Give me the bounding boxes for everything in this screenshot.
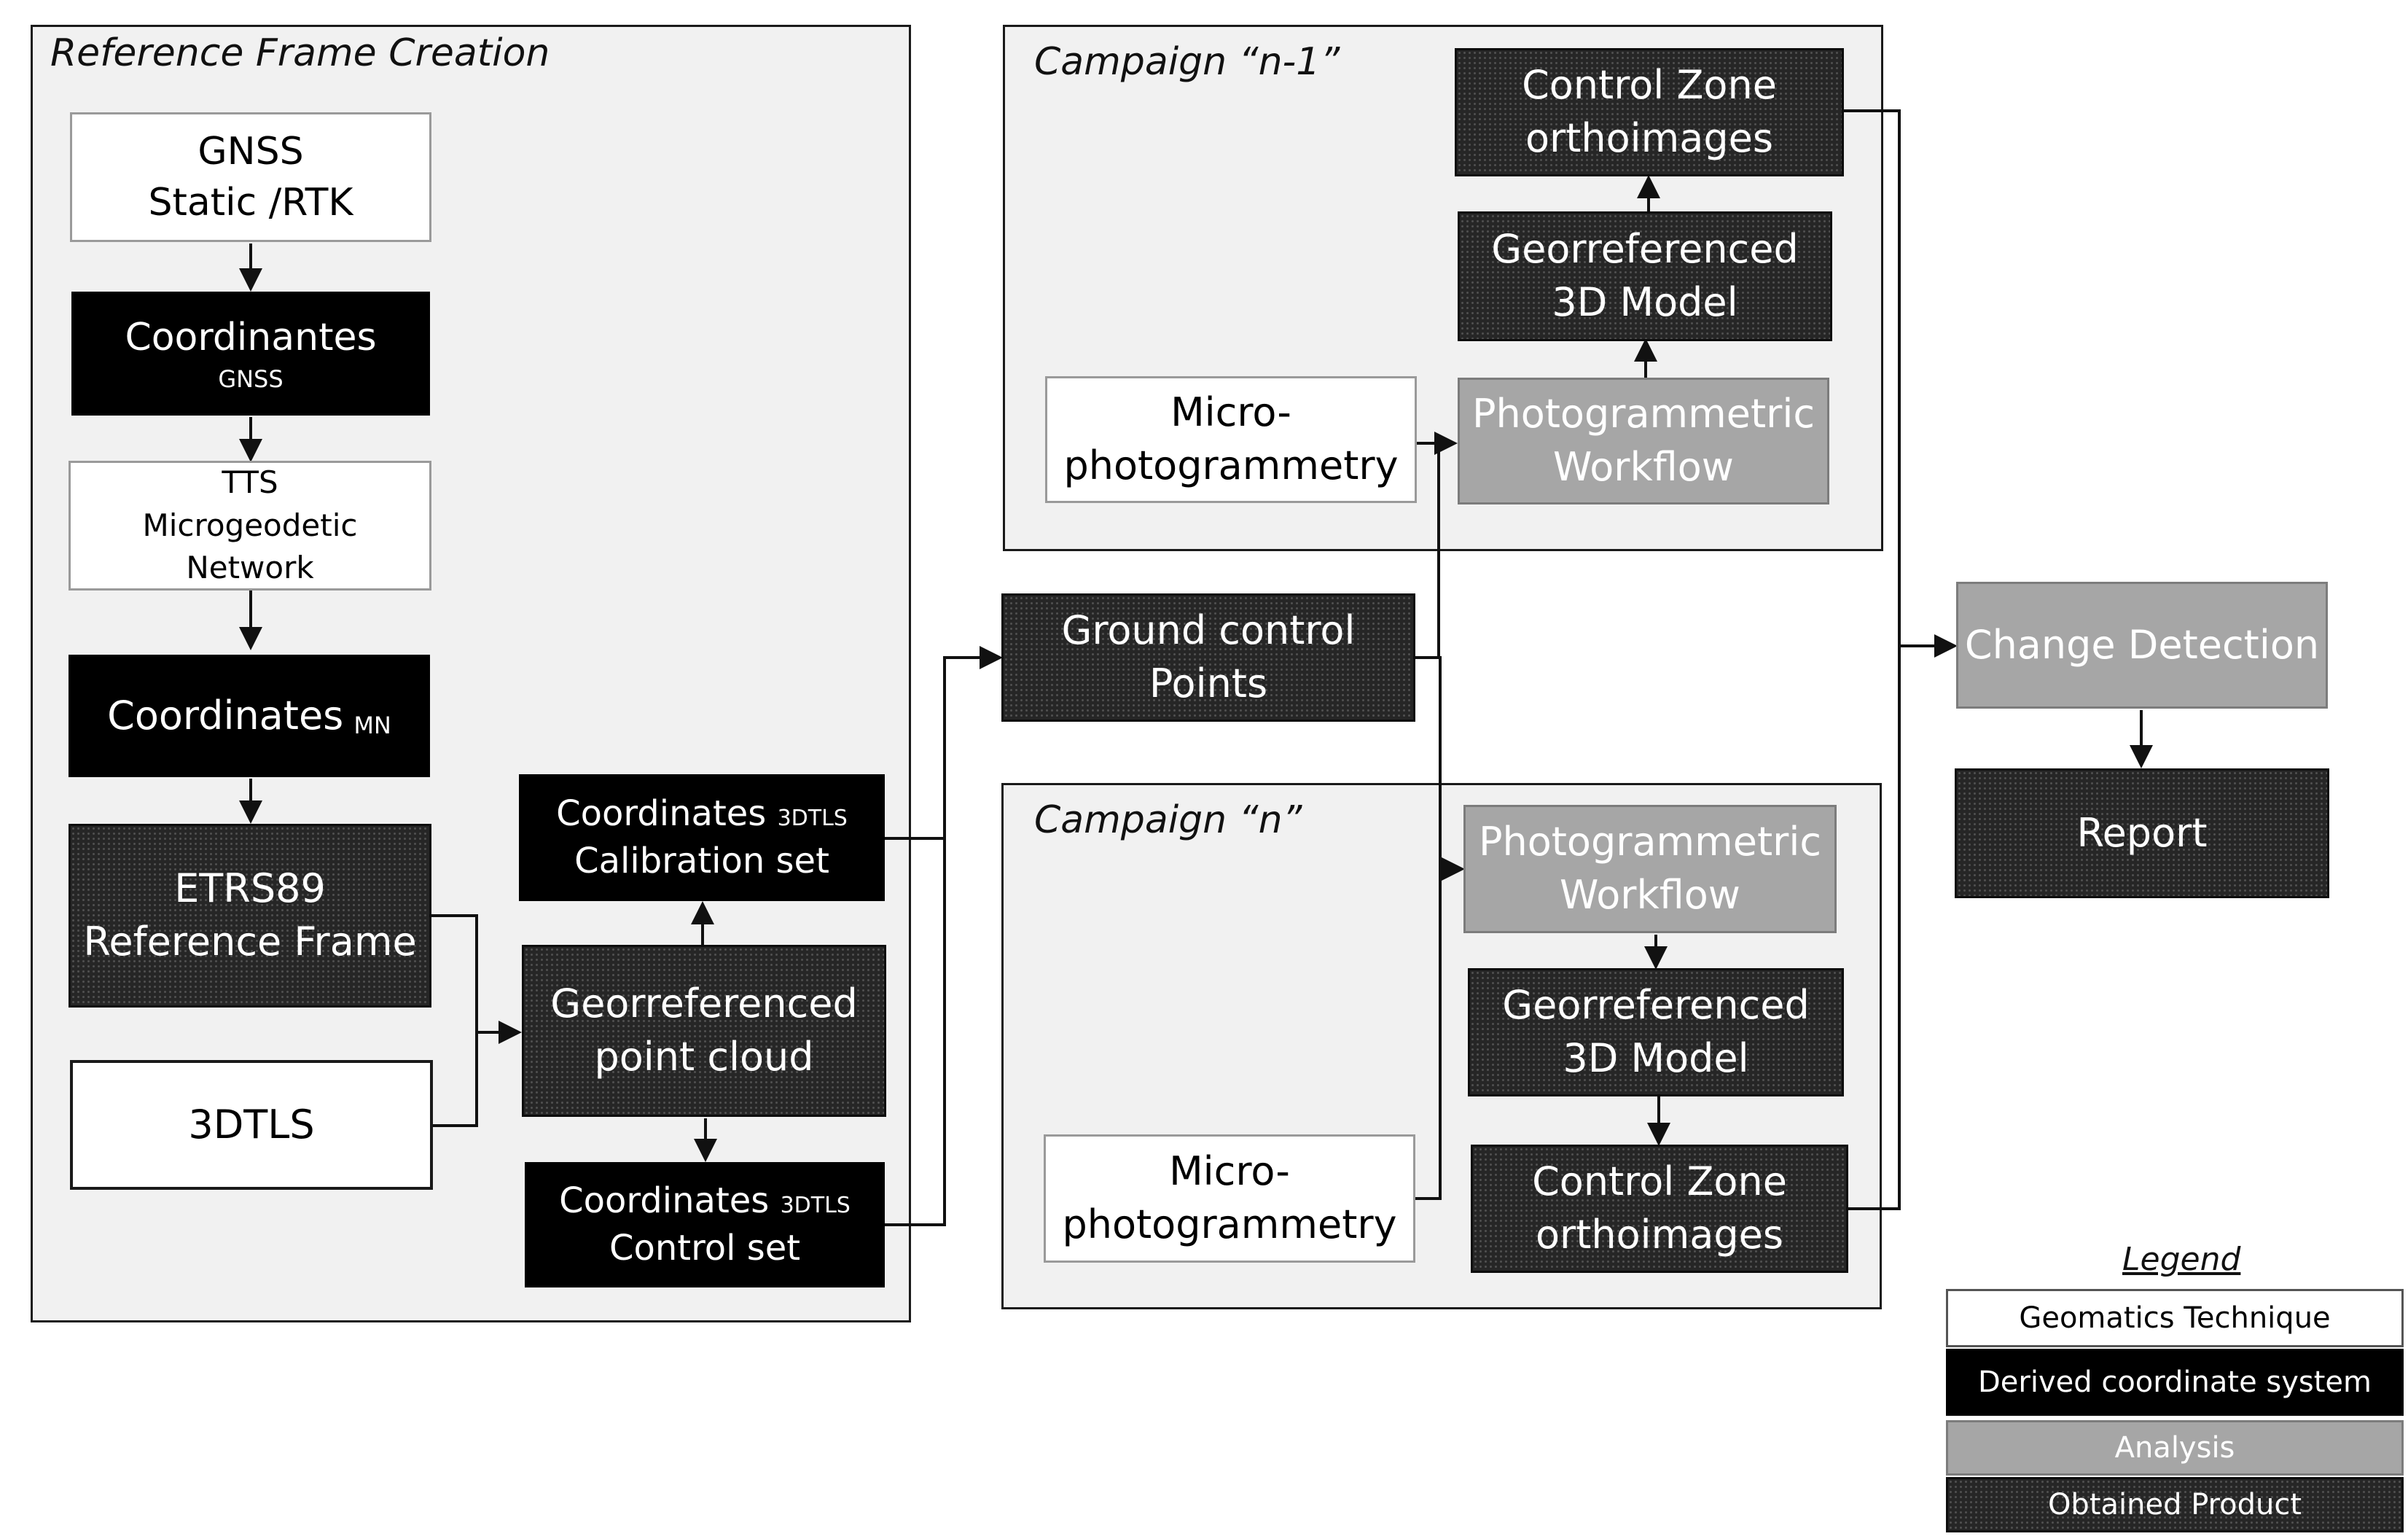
node-gcp-line1: Ground control — [1061, 607, 1356, 654]
node-point-cloud-line1: Georreferenced — [550, 981, 858, 1027]
node-etrs89-line2: Reference Frame — [83, 919, 417, 965]
node-change-detection-label: Change Detection — [1964, 621, 2320, 668]
node-gnss-line2: Static /RTK — [148, 181, 353, 225]
node-curr-photogrammetric-workflow: Photogrammetric Workflow — [1463, 805, 1837, 933]
node-tts-microgeodetic-network: TTS Microgeodetic Network — [69, 461, 431, 591]
node-report: Report — [1955, 768, 2329, 898]
node-coord-gnss-label: Coordinantes — [125, 316, 377, 360]
node-prev-micro-photogrammetry: Micro- photogrammetry — [1045, 376, 1417, 503]
link-calibration-to-gcp — [885, 646, 1003, 840]
node-prev-workflow-line2: Workflow — [1553, 444, 1734, 490]
node-coord-calib-line2: Calibration set — [574, 841, 829, 881]
node-etrs89-line1: ETRS89 — [174, 865, 326, 912]
node-coordinates-3dtls-calibration-set: Coordinates 3DTLS Calibration set — [519, 774, 885, 901]
group-title-campaign-curr: Campaign “n” — [1034, 798, 1302, 842]
node-change-detection: Change Detection — [1956, 582, 2328, 709]
node-coord-gnss-subscript: GNSS — [218, 365, 284, 393]
node-coordinates-3dtls-control-set: Coordinates 3DTLS Control set — [525, 1162, 885, 1287]
node-point-cloud-line2: point cloud — [594, 1034, 814, 1080]
node-prev-control-zone-orthoimages: Control Zone orthoimages — [1455, 48, 1844, 176]
node-prev-model-line2: 3D Model — [1552, 279, 1738, 325]
node-gnss-line1: GNSS — [198, 129, 304, 174]
node-coord-calib-subscript: 3DTLS — [777, 806, 848, 832]
legend-item-analysis: Analysis — [1946, 1420, 2404, 1476]
node-tts-line3: Network — [186, 550, 314, 586]
legend-label-derived: Derived coordinate system — [1977, 1365, 2372, 1399]
node-prev-workflow-line1: Photogrammetric — [1471, 391, 1815, 437]
legend-label-analysis: Analysis — [2114, 1431, 2235, 1465]
group-title-reference: Reference Frame Creation — [50, 31, 550, 75]
node-ground-control-points: Ground control Points — [1001, 593, 1415, 722]
node-prev-model-line1: Georreferenced — [1491, 226, 1799, 273]
node-curr-micro-photogrammetry: Micro- photogrammetry — [1044, 1134, 1415, 1263]
node-gnss-static-rtk: GNSS Static /RTK — [70, 112, 431, 242]
node-curr-ortho-line2: orthoimages — [1535, 1212, 1783, 1258]
legend-title: Legend — [2122, 1241, 2241, 1278]
link-curr-micro-to-curr-workflow — [1415, 869, 1442, 1200]
node-coord-mn-label: Coordinates — [107, 692, 344, 739]
link-control-to-gcp — [885, 838, 946, 1226]
node-georreferenced-point-cloud: Georreferenced point cloud — [522, 945, 886, 1117]
node-prev-micro-line1: Micro- — [1170, 389, 1291, 436]
node-coord-mn-subscript: MN — [353, 712, 391, 740]
link-etrs89-to-point-cloud — [431, 914, 522, 1044]
node-coordinates-mn: Coordinates MN — [69, 655, 430, 777]
node-curr-model-line2: 3D Model — [1563, 1035, 1749, 1081]
link-tls-to-point-cloud — [433, 1032, 478, 1127]
node-coord-calib-label: Coordinates — [556, 793, 767, 835]
node-coord-control-label: Coordinates — [559, 1180, 770, 1222]
node-prev-photogrammetric-workflow: Photogrammetric Workflow — [1458, 378, 1829, 504]
node-coord-control-line2: Control set — [609, 1228, 801, 1269]
node-etrs89-reference-frame: ETRS89 Reference Frame — [69, 824, 431, 1008]
node-coordinates-gnss: Coordinantes GNSS — [71, 292, 430, 416]
node-curr-control-zone-orthoimages: Control Zone orthoimages — [1471, 1145, 1848, 1273]
node-3dtls: 3DTLS — [70, 1060, 433, 1190]
node-prev-ortho-line2: orthoimages — [1525, 115, 1773, 161]
node-prev-micro-line2: photogrammetry — [1063, 443, 1399, 488]
node-curr-workflow-line1: Photogrammetric — [1478, 819, 1822, 865]
node-curr-model-line1: Georreferenced — [1502, 982, 1810, 1029]
link-prev-ortho-to-change-detection — [1844, 109, 1958, 658]
node-3dtls-label: 3DTLS — [188, 1101, 315, 1148]
link-curr-ortho-to-change-detection — [1848, 646, 1901, 1210]
node-curr-ortho-line1: Control Zone — [1532, 1158, 1787, 1205]
node-prev-ortho-line1: Control Zone — [1522, 62, 1777, 109]
legend-item-obtained-product: Obtained Product — [1946, 1477, 2404, 1532]
legend-label-product: Obtained Product — [2047, 1488, 2302, 1522]
node-curr-georreferenced-3d-model: Georreferenced 3D Model — [1468, 968, 1844, 1096]
node-tts-line2: Microgeodetic — [142, 507, 358, 543]
legend-label-technique: Geomatics Technique — [2019, 1301, 2331, 1335]
node-coord-control-subscript: 3DTLS — [780, 1193, 851, 1219]
legend-item-geomatics-technique: Geomatics Technique — [1946, 1289, 2404, 1347]
group-title-campaign-prev: Campaign “n-1” — [1034, 40, 1340, 84]
node-coord-control-first-line: Coordinates 3DTLS — [559, 1177, 851, 1225]
link-gcp-to-prev-workflow — [1415, 432, 1458, 659]
node-report-label: Report — [2076, 809, 2208, 856]
legend-item-derived-coordinate-system: Derived coordinate system — [1946, 1349, 2404, 1416]
node-coord-calib-first-line: Coordinates 3DTLS — [556, 790, 848, 838]
node-curr-workflow-line2: Workflow — [1560, 872, 1740, 918]
node-prev-georreferenced-3d-model: Georreferenced 3D Model — [1458, 211, 1832, 341]
link-gcp-to-curr-workflow — [1415, 656, 1465, 881]
node-tts-line1: TTS — [222, 464, 278, 500]
node-curr-micro-line1: Micro- — [1169, 1148, 1290, 1195]
node-gcp-line2: Points — [1149, 661, 1268, 706]
node-curr-micro-line2: photogrammetry — [1062, 1201, 1397, 1247]
